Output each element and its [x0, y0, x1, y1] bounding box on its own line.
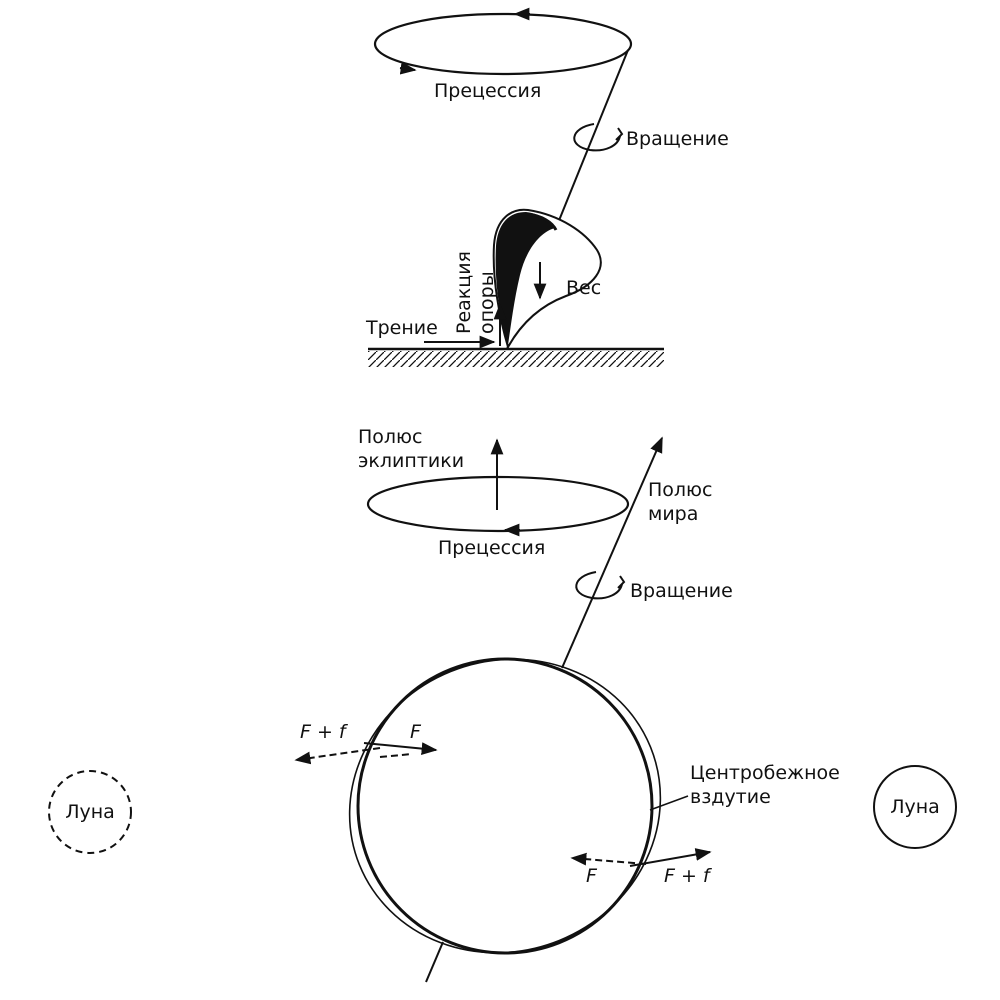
moon-right — [873, 765, 957, 849]
world-pole-label-line2: мира — [648, 503, 698, 525]
world-pole-axis-upper — [561, 436, 663, 669]
top-precession-arrow-lower — [399, 61, 417, 75]
moon-right-label: Луна — [890, 796, 940, 818]
moon-left — [48, 770, 132, 854]
top-precession-label: Прецессия — [434, 80, 541, 102]
force-Ff-right-arrow — [629, 848, 712, 867]
weight-label: Вес — [566, 277, 601, 299]
ground-hatch — [368, 351, 664, 367]
earth-precession-group: Полюс эклиптики Полюс мира Прецессия Вра… — [48, 426, 957, 983]
support-reaction-label-line2: опоры — [476, 271, 498, 334]
world-pole-label: Полюс — [648, 479, 713, 501]
friction-label: Трение — [365, 317, 438, 339]
force-F-left-arrow — [363, 742, 438, 755]
top-rotation-icon — [573, 123, 624, 152]
bulge-pointer — [649, 795, 689, 811]
support-reaction-label: Реакция — [453, 251, 475, 334]
spinning-top-group: Прецессия Вращение Вес Трение Реакция оп… — [365, 7, 729, 367]
force-Ff-left-arrow — [294, 747, 381, 765]
centrifugal-bulge — [348, 658, 662, 954]
top-body — [492, 208, 602, 350]
force-F-left-label: F — [410, 721, 422, 743]
force-F-right-label: F — [586, 865, 598, 887]
force-Ff-left-label: F + f — [300, 721, 349, 743]
earth-rotation-icon — [575, 571, 626, 600]
earth-rotation-label: Вращение — [630, 580, 733, 602]
force-dash-left — [379, 753, 413, 758]
top-rotation-label: Вращение — [626, 128, 729, 150]
force-F-right-arrow — [570, 852, 647, 866]
world-pole-axis-lower — [425, 941, 444, 983]
moon-left-label: Луна — [65, 801, 115, 823]
earth-circle — [356, 657, 654, 955]
top-precession-ellipse — [373, 12, 633, 76]
ecliptic-pole-label: Полюс — [358, 426, 423, 448]
force-Ff-right-label: F + f — [664, 865, 713, 887]
ecliptic-pole-label-line2: эклиптики — [358, 450, 464, 472]
bulge-label-line2: вздутие — [690, 786, 771, 808]
earth-precession-label: Прецессия — [438, 537, 545, 559]
bulge-label: Центробежное — [690, 762, 840, 784]
